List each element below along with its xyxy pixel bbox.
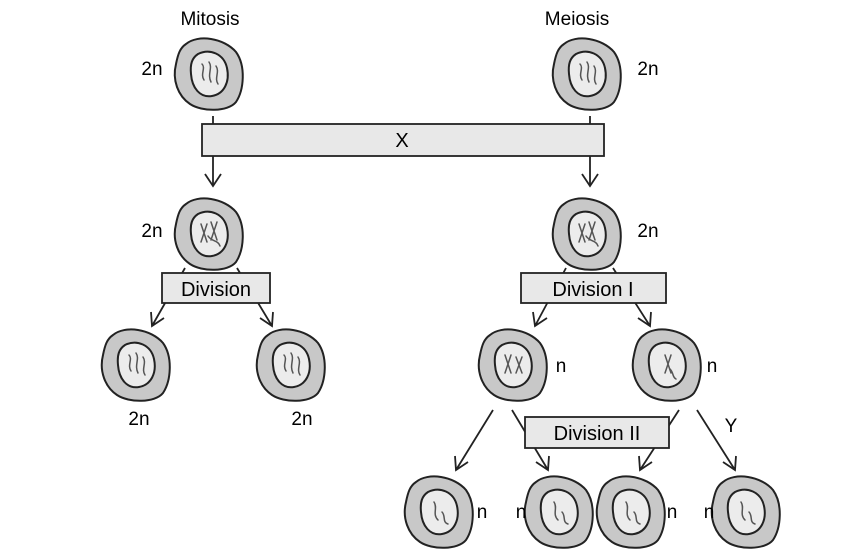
gamete-2-cell [523, 475, 594, 549]
mitosis-daughter-right-ploidy: 2n [291, 409, 312, 430]
meiosis-parent-cell [551, 37, 622, 111]
meiosis-parent-ploidy: 2n [637, 59, 658, 80]
meiosis1-right-ploidy: n [707, 356, 718, 377]
division-2-box-label: Division II [554, 423, 641, 445]
meiosis1-right-cell [631, 328, 702, 402]
mitosis-heading: Mitosis [180, 9, 239, 30]
meiosis-arrowhead-1 [581, 173, 599, 188]
mitosis-daughter-left-cell [100, 328, 171, 402]
meiosis1-left-ploidy: n [556, 356, 567, 377]
gamete-1-cell [403, 475, 474, 549]
arrow-label-y: Y [725, 416, 738, 437]
meiosis2-arrow-4 [696, 409, 737, 472]
gamete-4-ploidy: n [704, 502, 715, 523]
meiosis2-arrow-1 [454, 409, 494, 472]
division-1-box-label: Division I [552, 279, 633, 301]
meiosis-heading: Meiosis [545, 9, 609, 30]
meiosis-replicated-ploidy: 2n [637, 221, 658, 242]
gamete-3-cell [595, 475, 666, 549]
gamete-1-ploidy: n [477, 502, 488, 523]
division-box [161, 272, 271, 304]
mitosis-replicated-ploidy: 2n [141, 221, 162, 242]
mitosis-parent-ploidy: 2n [141, 59, 162, 80]
x-box-label: X [395, 130, 408, 152]
division-2-box [524, 416, 670, 449]
division-1-box [520, 272, 667, 304]
division-box-label: Division [181, 279, 251, 301]
mitosis-arrowhead-1 [204, 173, 222, 188]
mitosis-daughter-right-cell [255, 328, 326, 402]
gamete-4-cell [710, 475, 781, 549]
mitosis-daughter-left-ploidy: 2n [128, 409, 149, 430]
mitosis-replicated-cell [173, 197, 244, 271]
gamete-2-ploidy: n [516, 502, 527, 523]
meiosis1-left-cell [477, 328, 548, 402]
x-box [201, 123, 605, 157]
mitosis-parent-cell [173, 37, 244, 111]
gamete-3-ploidy: n [667, 502, 678, 523]
meiosis-replicated-cell [551, 197, 622, 271]
